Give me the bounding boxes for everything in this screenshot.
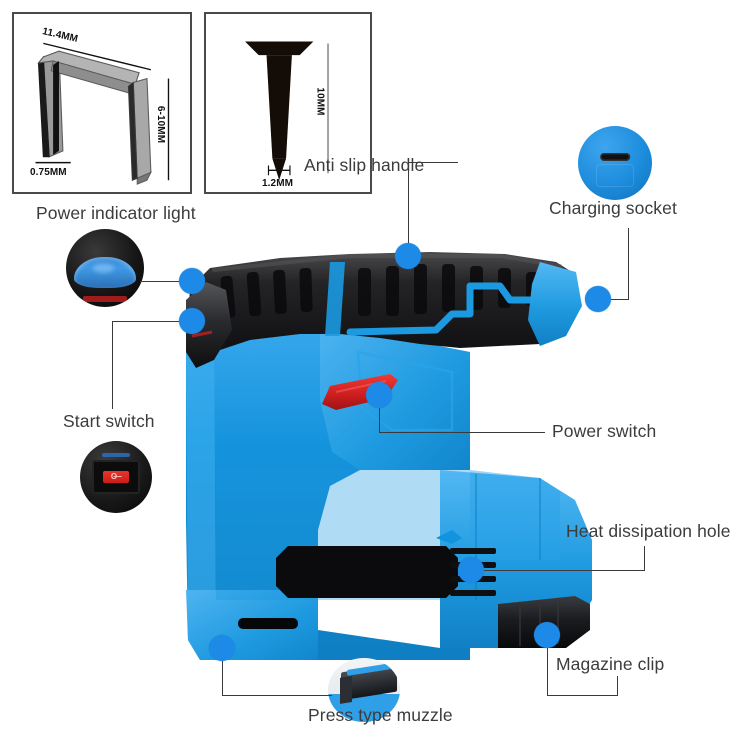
power-indicator-light-inset — [66, 229, 144, 307]
dot-heat-dissipation-hole[interactable] — [458, 557, 484, 583]
staple-spec-box: 11.4MM 6-10MM 0.75MM — [12, 12, 192, 194]
nail-drawing — [245, 41, 329, 181]
dot-power-switch[interactable] — [366, 382, 392, 408]
switch-blue-edge — [101, 452, 131, 457]
label-magazine-clip: Magazine clip — [556, 654, 665, 674]
front-black-cowl — [186, 282, 232, 368]
leader-magazine-v2 — [617, 676, 618, 696]
staple-thickness-dim: 0.75MM — [30, 167, 67, 178]
dot-charging-socket[interactable] — [585, 286, 611, 312]
switch-frame: O — — [91, 459, 141, 495]
dot-power-indicator-light[interactable] — [179, 268, 205, 294]
leader-heat-hole-h — [484, 570, 644, 571]
dot-anti-slip-handle[interactable] — [395, 243, 421, 269]
charging-socket-inset — [578, 126, 652, 200]
usb-c-port-icon — [600, 153, 630, 162]
label-power-indicator-light: Power indicator light — [36, 203, 196, 223]
leader-power-switch-v — [379, 395, 380, 432]
rocker-switch: O — — [103, 471, 129, 483]
label-anti-slip-handle: Anti slip handle — [304, 155, 425, 175]
leader-power-switch-h — [379, 432, 545, 433]
leader-anti-slip-v — [408, 162, 409, 256]
switch-off-icon: O — [110, 471, 118, 481]
indicator-red-strip — [83, 296, 127, 302]
leader-power-indicator — [140, 281, 186, 282]
magazine-panel — [276, 546, 458, 598]
muzzle-edge — [339, 676, 352, 704]
leader-charging-socket-h — [598, 299, 628, 300]
leader-heat-hole-v — [644, 546, 645, 571]
label-start-switch: Start switch — [63, 411, 155, 431]
nose-slot — [238, 618, 298, 629]
dot-magazine-clip[interactable] — [534, 622, 560, 648]
leader-muzzle-h — [222, 695, 332, 696]
dot-press-type-muzzle[interactable] — [209, 635, 235, 661]
leader-charging-socket-v — [628, 228, 629, 300]
switch-on-icon: — — [113, 471, 122, 481]
rear-grip-blue-cheek — [528, 262, 582, 346]
label-power-switch: Power switch — [552, 421, 657, 441]
staple-drawing — [35, 42, 170, 185]
leader-muzzle-v — [222, 648, 223, 695]
leader-start-switch-v — [112, 321, 113, 409]
anti-slip-handle-grip — [188, 252, 576, 352]
nail-spec-box: 10MM 1.2MM — [204, 12, 372, 194]
label-heat-dissipation-hole: Heat dissipation hole — [566, 521, 731, 541]
leader-magazine-v — [547, 647, 548, 695]
label-charging-socket: Charging socket — [549, 198, 677, 218]
label-press-type-muzzle: Press type muzzle — [308, 705, 453, 725]
start-switch-inset: O — — [80, 441, 152, 513]
press-type-muzzle-inset — [328, 658, 400, 722]
nail-diameter-dim: 1.2MM — [262, 178, 294, 189]
leader-start-switch-h — [112, 321, 186, 322]
leader-magazine-h — [547, 695, 617, 696]
socket-seam — [595, 164, 635, 187]
indicator-dome — [73, 257, 137, 289]
dot-start-switch[interactable] — [179, 308, 205, 334]
leader-anti-slip-h — [408, 162, 458, 163]
